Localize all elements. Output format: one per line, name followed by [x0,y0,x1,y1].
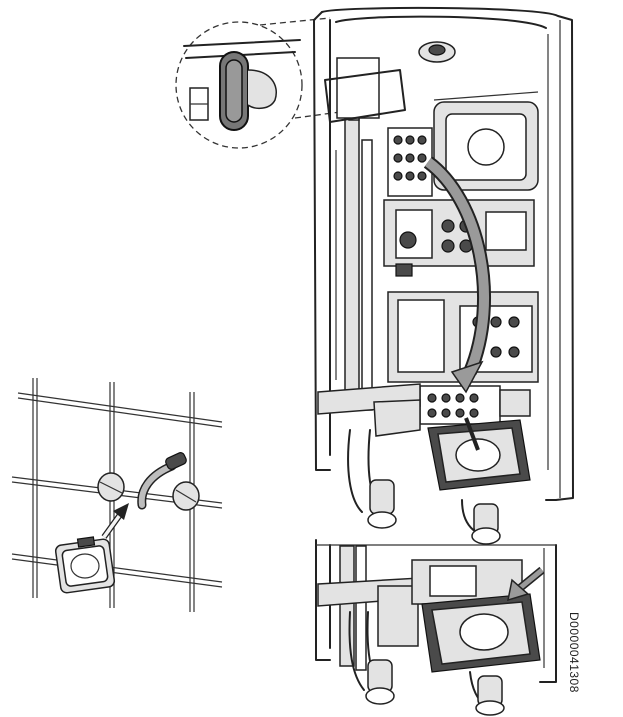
insert-arrow [101,503,129,539]
appliance-upper [313,6,574,545]
magnifier-detail [175,17,341,149]
grommet-installed [427,417,531,491]
wall-sleeve-left [97,472,125,502]
appliance-lower-detail [315,539,557,716]
cable-grommet [54,536,116,594]
tilt-arrow [507,566,545,602]
water-connection-left [347,429,397,529]
wall-sleeve-right [172,481,200,511]
water-connection-right [461,499,501,545]
grommet-tilted [421,593,541,673]
document-code: D0000041308 [567,612,581,693]
terminal-screws-upper [393,135,427,181]
water-connection-left-lower [348,611,395,705]
supply-cable [137,452,187,510]
water-connection-right-lower [469,671,505,716]
curved-arrow [423,156,492,394]
terminal-block-lower [419,385,501,425]
